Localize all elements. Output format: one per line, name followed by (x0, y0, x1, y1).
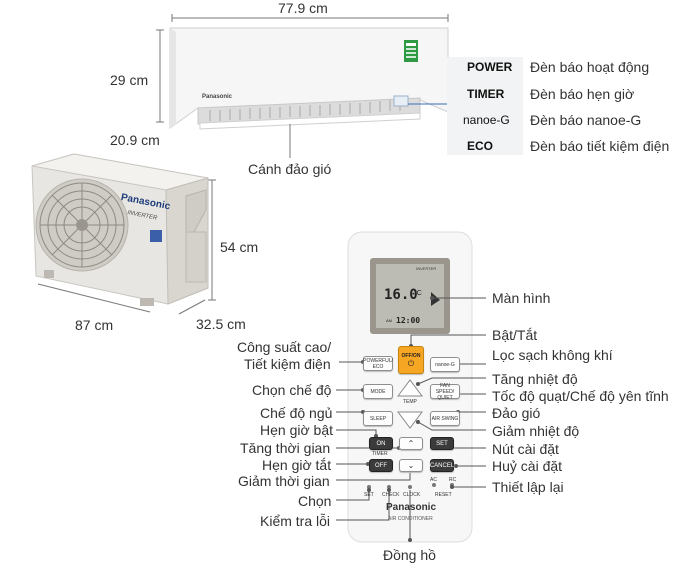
indicator-nanoe-desc: Đèn báo nanoe-G (530, 112, 642, 128)
temp-label: TEMP (403, 399, 417, 405)
lcd-ampm: AM (386, 318, 392, 323)
on-off-label: OFF/ON (401, 353, 421, 359)
indicator-power: POWER (467, 60, 513, 74)
label-timer-on: Hẹn giờ bật (260, 422, 334, 438)
outdoor-badge-icon (150, 230, 162, 242)
dim-outdoor-width: 87 cm (75, 317, 114, 333)
outdoor-unit (31, 153, 209, 306)
set-button[interactable]: SET (430, 437, 454, 450)
label-powerful-1: Công suất cao/ (237, 339, 332, 355)
timer-on-button[interactable]: ON (369, 437, 393, 450)
dim-outdoor-depth: 32.5 cm (196, 316, 246, 332)
indicator-panel (447, 57, 523, 155)
label-time-down: Giảm thời gian (238, 473, 330, 489)
indicator-timer: TIMER (467, 87, 505, 101)
dim-indoor-depth: 20.9 cm (110, 132, 160, 148)
dim-outdoor-height: 54 cm (220, 239, 259, 255)
time-down-button[interactable]: ⌄ (399, 459, 423, 472)
indoor-unit (169, 27, 449, 130)
rc-label: RC (449, 477, 457, 483)
set-small-label: SET (364, 492, 374, 498)
chevron-down-icon: ⌄ (407, 460, 415, 470)
fan-speed-button[interactable]: FAN SPEED/ QUIET (430, 383, 460, 401)
label-temp-down: Giảm nhiệt độ (492, 423, 580, 439)
air-swing-button[interactable]: AIR SWING (430, 411, 460, 426)
label-screen: Màn hình (492, 290, 551, 306)
indicator-timer-desc: Đèn báo hẹn giờ (530, 86, 635, 102)
indicator-nanoe: nanoe-G (463, 113, 510, 127)
indicator-eco: ECO (467, 139, 494, 153)
timer-label: TIMER (372, 451, 388, 457)
remote-leader-lines (336, 297, 486, 540)
label-mode: Chọn chế độ (252, 382, 332, 398)
label-cancel: Huỷ cài đặt (492, 458, 563, 474)
indicator-power-desc: Đèn báo hoạt động (530, 59, 650, 75)
cancel-button[interactable]: CANCEL (430, 459, 454, 472)
powerful-eco-button[interactable]: POWERFUL/ ECO (363, 356, 393, 371)
chevron-up-icon: ⌃ (407, 438, 415, 448)
dim-indoor-height: 29 cm (110, 72, 149, 88)
label-on-off: Bật/Tắt (492, 327, 538, 343)
label-powerful-2: Tiết kiệm điện (244, 356, 331, 372)
label-select: Chọn (298, 493, 332, 509)
lcd-temperature: 16.0 (384, 287, 418, 303)
on-off-button[interactable]: OFF/ON ⏻ (398, 346, 424, 374)
ac-label: AC (430, 477, 437, 483)
indicator-eco-desc: Đèn báo tiết kiệm điện (530, 138, 670, 154)
temp-down-icon (397, 411, 423, 429)
label-fan: Tốc độ quạt/Chế độ yên tĩnh (492, 388, 669, 404)
label-check: Kiểm tra lỗi (260, 513, 331, 529)
nanoe-button[interactable]: nanoe-G (430, 357, 460, 372)
label-timer-off: Hẹn giờ tắt (262, 457, 332, 473)
louver-label: Cánh đảo gió (248, 161, 332, 177)
remote-caption: AIR CONDITIONER (388, 516, 433, 522)
temp-up-icon (397, 379, 423, 397)
dim-indoor-width: 77.9 cm (278, 0, 328, 16)
lcd-inverter-badge: INVERTER (416, 266, 437, 271)
label-swing: Đảo gió (492, 405, 541, 421)
label-sleep: Chế độ ngủ (260, 405, 333, 421)
label-clock: Đồng hồ (383, 547, 436, 563)
clock-label: CLOCK (403, 492, 421, 498)
check-label: CHECK (382, 492, 400, 498)
time-up-button[interactable]: ⌃ (399, 437, 423, 450)
power-icon: ⏻ (407, 359, 415, 368)
label-temp-up: Tăng nhiệt độ (492, 371, 578, 387)
lcd-temp-unit: °C (414, 290, 422, 297)
indoor-brand: Panasonic (202, 94, 233, 100)
reset-label: RESET (435, 492, 452, 498)
timer-off-button[interactable]: OFF (369, 459, 393, 472)
label-set: Nút cài đặt (492, 441, 559, 457)
lcd-clock: 12:00 (396, 316, 421, 325)
label-purify: Lọc sạch không khí (492, 347, 613, 363)
remote-brand: Panasonic (386, 502, 437, 513)
mode-button[interactable]: MODE (363, 384, 393, 399)
label-reset: Thiết lập lại (492, 479, 564, 495)
label-time-up: Tăng thời gian (240, 440, 331, 456)
dimension-lines (37, 14, 449, 315)
sleep-button[interactable]: SLEEP (363, 411, 393, 426)
